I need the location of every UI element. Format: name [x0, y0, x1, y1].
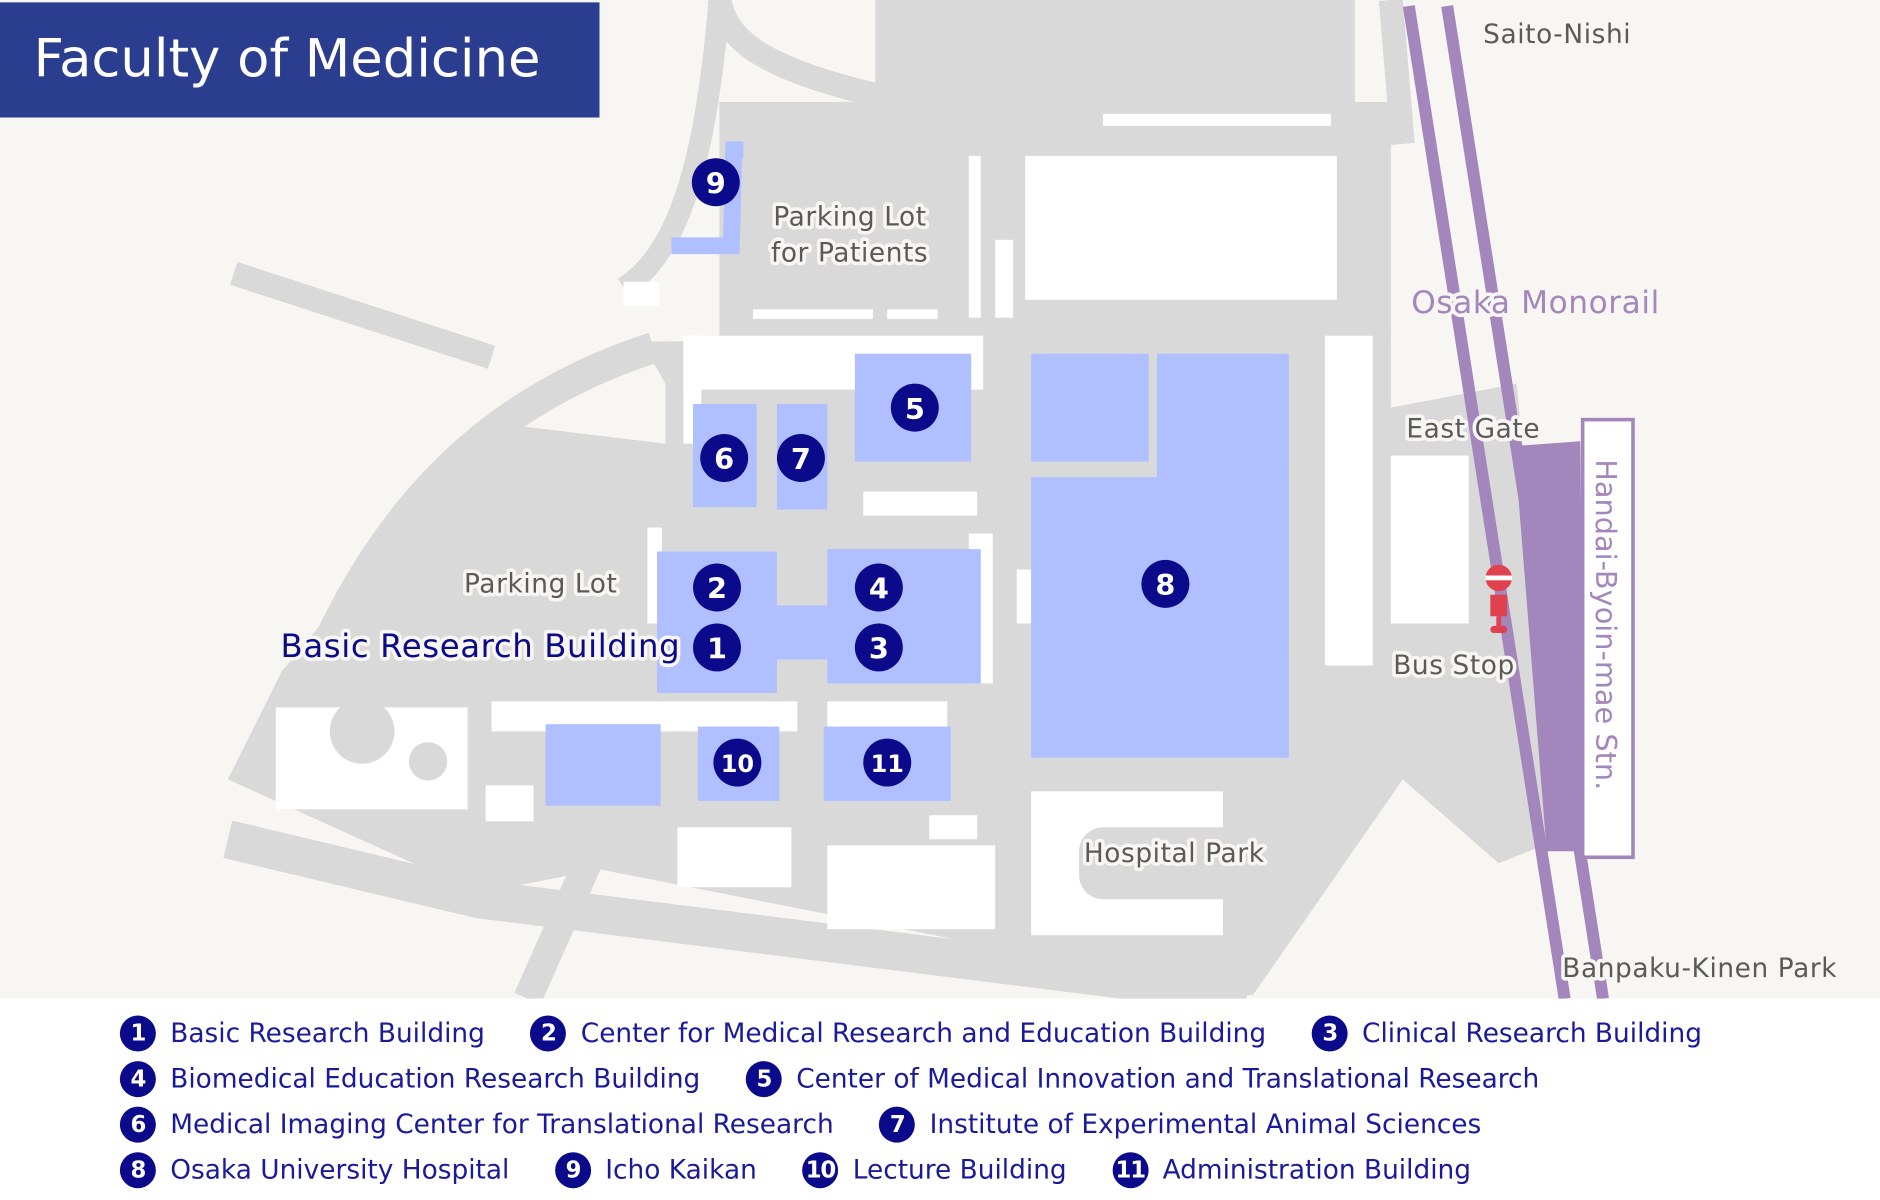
map-canvas: Handai-Byoin-mae Stn. Saito-Nishi Parkin… — [0, 0, 1880, 999]
marker-1[interactable]: 1 — [693, 623, 741, 672]
svg-text:8: 8 — [1155, 568, 1175, 602]
label-parking-patients-2: for Patients — [771, 238, 928, 268]
label-banpaku-kinen-park: Banpaku-Kinen Park — [1562, 954, 1837, 984]
label-basic-research-building: Basic Research Building — [281, 627, 681, 665]
page-title: Faculty of Medicine — [0, 2, 600, 118]
marker-9[interactable]: 9 — [691, 158, 740, 207]
station-box — [1580, 417, 1635, 860]
building-markers: 1 2 3 4 5 6 7 8 9 10 11 — [691, 158, 1190, 787]
label-east-gate: East Gate — [1406, 415, 1540, 445]
svg-text:9: 9 — [706, 166, 726, 200]
label-hospital-park: Hospital Park — [1084, 839, 1265, 869]
svg-text:2: 2 — [707, 572, 727, 606]
marker-5[interactable]: 5 — [890, 383, 939, 432]
label-saito-nishi: Saito-Nishi — [1483, 20, 1631, 50]
station-platform — [1514, 441, 1586, 852]
label-bus-stop: Bus Stop — [1393, 651, 1515, 681]
svg-text:4: 4 — [869, 572, 889, 606]
marker-8[interactable]: 8 — [1141, 559, 1190, 608]
svg-text:3: 3 — [869, 632, 889, 666]
svg-text:10: 10 — [721, 750, 754, 778]
svg-text:5: 5 — [905, 392, 925, 426]
label-osaka-monorail: Osaka Monorail — [1411, 285, 1660, 321]
svg-text:11: 11 — [871, 750, 904, 778]
label-parking-lot: Parking Lot — [464, 569, 617, 599]
marker-7[interactable]: 7 — [776, 434, 825, 482]
svg-text:6: 6 — [714, 442, 734, 476]
svg-text:1: 1 — [707, 632, 727, 666]
station-label: Handai-Byoin-mae Stn. — [1589, 459, 1623, 790]
marker-11[interactable]: 11 — [863, 738, 912, 787]
bus-stop-icon — [1485, 564, 1512, 634]
marker-3[interactable]: 3 — [854, 623, 903, 672]
marker-4[interactable]: 4 — [854, 563, 903, 612]
label-parking-patients: Parking Lot — [773, 202, 926, 232]
svg-text:7: 7 — [791, 442, 811, 476]
marker-2[interactable]: 2 — [693, 563, 741, 612]
marker-10[interactable]: 10 — [713, 738, 762, 787]
marker-6[interactable]: 6 — [700, 434, 749, 482]
